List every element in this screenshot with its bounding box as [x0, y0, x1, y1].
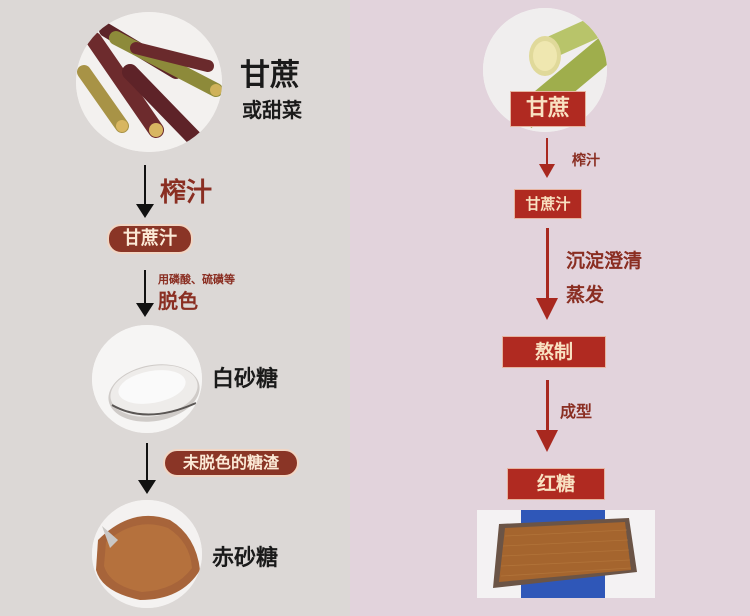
- right-step2-line2: 蒸发: [566, 284, 605, 306]
- red-sugar-title: 赤砂糖: [212, 546, 279, 571]
- left-juice-pill: 甘蔗汁: [107, 224, 193, 254]
- left-residue-pill: 未脱色的糖渣: [163, 449, 299, 477]
- right-brown-sugar-box: 红糖: [507, 468, 605, 500]
- arrow-line: [546, 380, 549, 432]
- right-juice-box: 甘蔗汁: [514, 189, 582, 219]
- arrow-line: [144, 270, 146, 306]
- arrow-down-icon: [136, 204, 154, 218]
- right-boil-box: 熬制: [502, 336, 606, 368]
- arrow-line: [546, 228, 549, 300]
- right-step3-label: 成型: [560, 402, 593, 421]
- arrow-line: [146, 443, 148, 483]
- left-raw-material-subtitle: 或甜菜: [242, 98, 302, 122]
- arrow-down-icon: [138, 480, 156, 494]
- arrow-down-icon: [536, 430, 558, 452]
- arrow-down-icon: [536, 298, 558, 320]
- white-sugar-image: [92, 325, 202, 433]
- white-sugar-title: 白砂糖: [212, 367, 279, 392]
- arrow-line: [546, 138, 548, 166]
- left-step2-label: 脱色: [158, 289, 198, 313]
- left-raw-material-title: 甘蔗: [240, 58, 300, 93]
- arrow-down-icon: [136, 303, 154, 317]
- red-sugar-image: [92, 500, 202, 608]
- left-step1-label: 榨汁: [160, 178, 213, 208]
- arrow-down-icon: [539, 164, 555, 178]
- arrow-line: [144, 165, 146, 207]
- left-step2-note: 用磷酸、硫磺等: [158, 273, 235, 286]
- right-step2-line1: 沉淀澄清: [566, 250, 643, 272]
- brown-sugar-tray-image: [477, 510, 655, 598]
- right-step1-label: 榨汁: [572, 153, 600, 169]
- right-raw-material-box: 甘蔗: [510, 91, 586, 127]
- sugarcane-image: [76, 12, 222, 152]
